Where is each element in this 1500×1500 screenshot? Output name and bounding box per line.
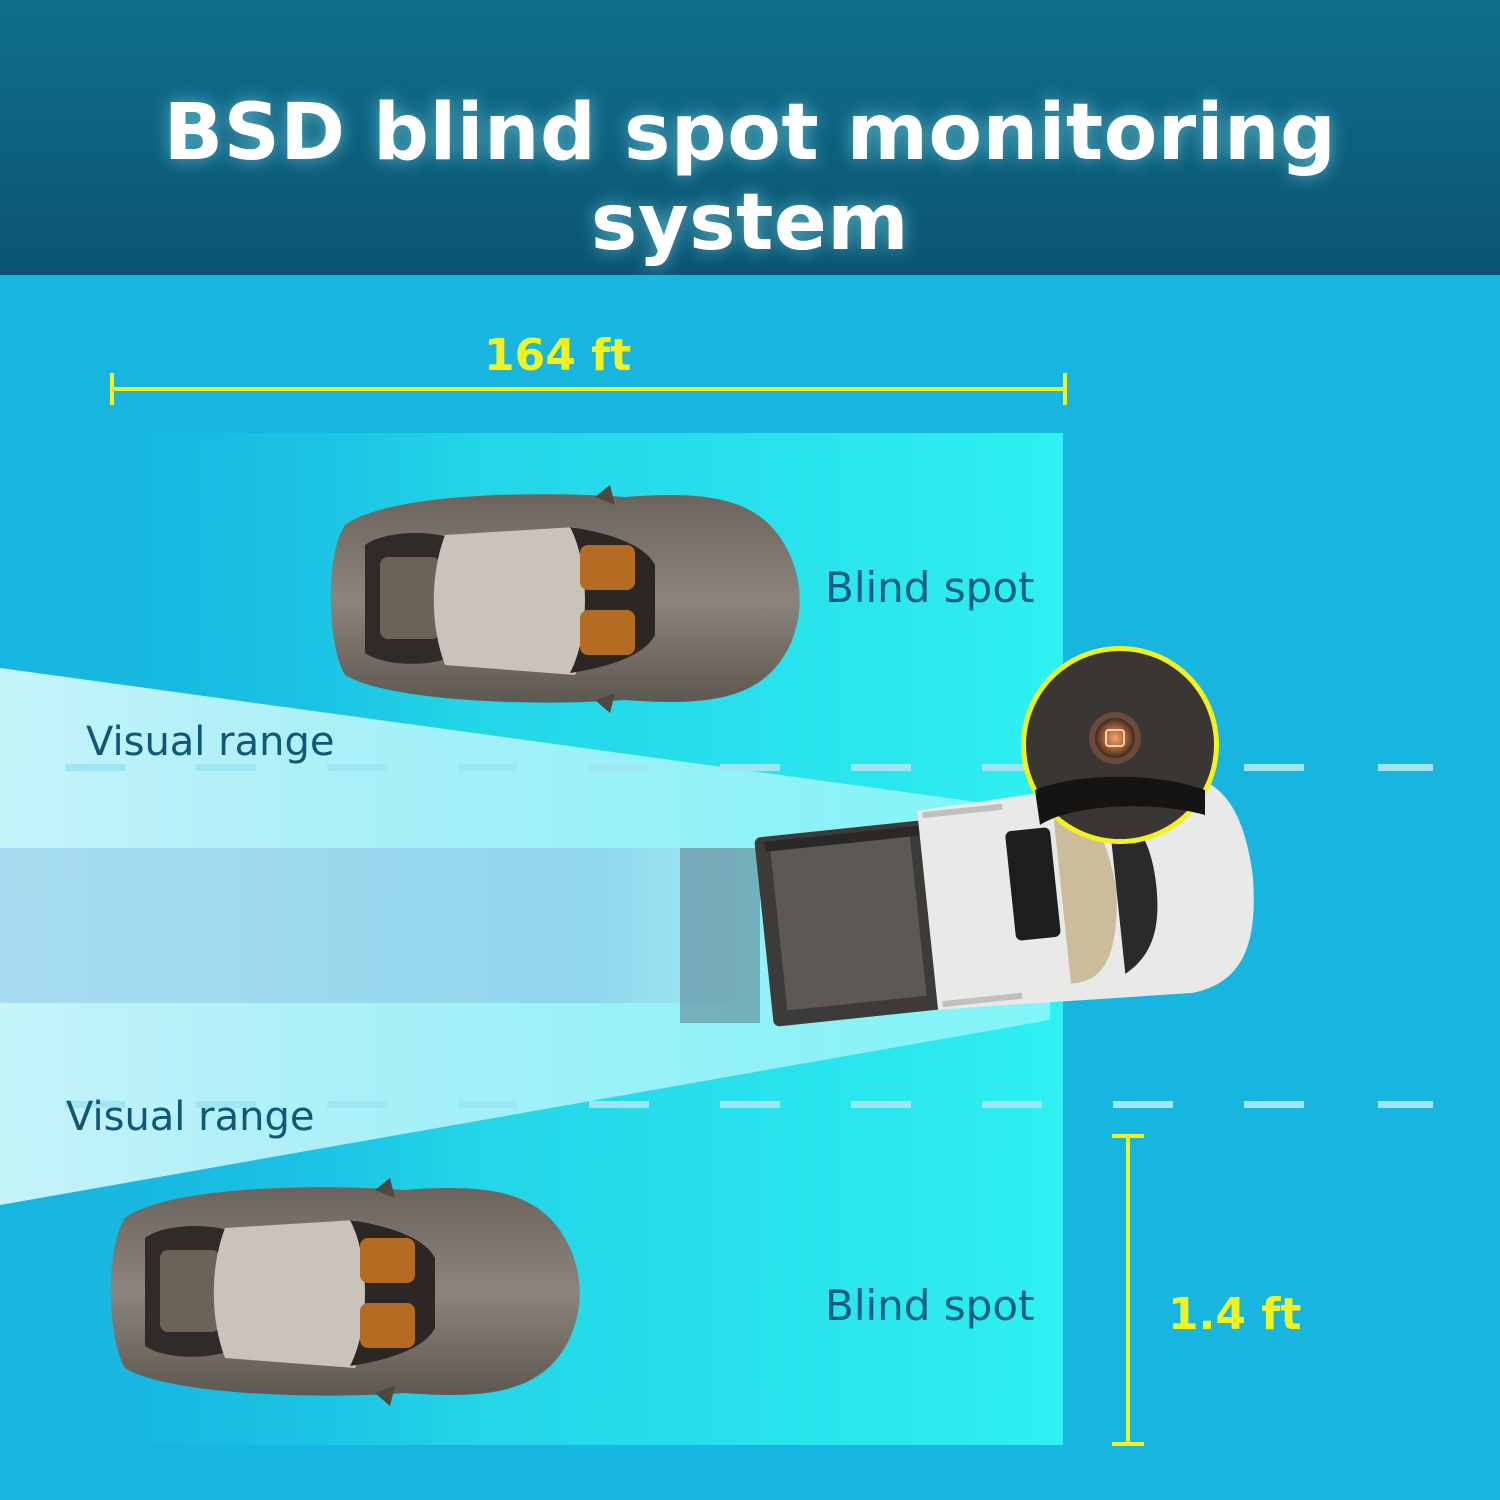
distance-line-width [1112, 1134, 1144, 1446]
lane-line-upper [65, 764, 1433, 771]
sports-car-icon [330, 485, 800, 713]
distance-label-length: 164 ft [484, 330, 632, 381]
page-title: BSD blind spot monitoring system [163, 88, 1337, 268]
motion-band [0, 848, 740, 1003]
lane-line-lower [65, 1101, 1433, 1108]
distance-label-width: 1.4 ft [1168, 1289, 1302, 1340]
sports-car-icon [110, 1178, 580, 1406]
pickup-truck-icon [754, 774, 1254, 1027]
distance-line-length [110, 373, 1067, 405]
header-band: BSD blind spot monitoring system [0, 0, 1500, 275]
visual-range-label-bottom: Visual range [66, 1094, 315, 1140]
blind-spot-label-top: Blind spot [825, 563, 1035, 612]
visual-range-label-top: Visual range [86, 719, 335, 765]
blind-spot-label-bottom: Blind spot [825, 1281, 1035, 1330]
motion-blur [680, 848, 760, 1023]
radar-sensor-icon [1021, 646, 1219, 844]
